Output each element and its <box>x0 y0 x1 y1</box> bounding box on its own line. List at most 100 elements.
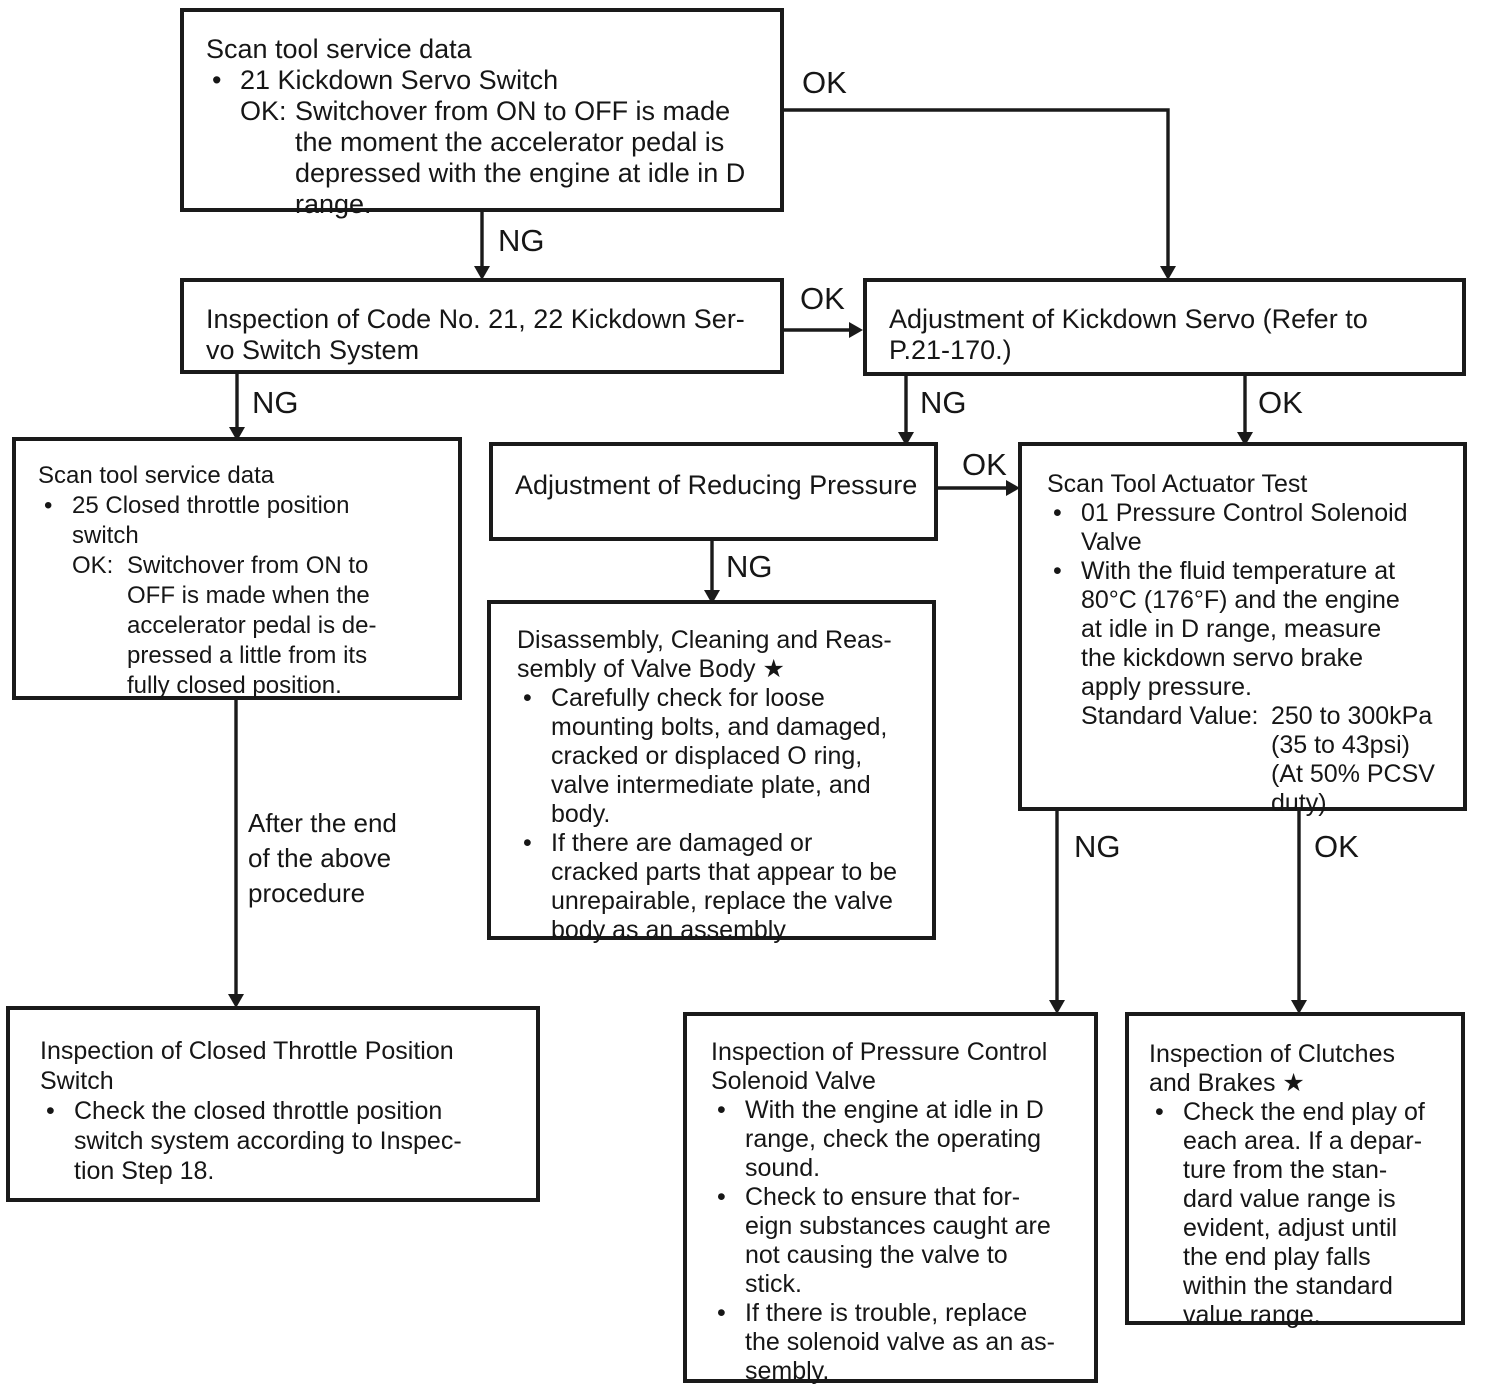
bullet-item-line: valve intermediate plate, and <box>551 771 871 799</box>
arrowhead-g-i <box>1049 1000 1065 1014</box>
bullet-item-line: body as an assembly <box>551 916 786 944</box>
arrowhead-g-j <box>1291 1000 1307 1014</box>
arrowhead-e-f <box>704 590 720 604</box>
bullet-item-line: stick. <box>745 1270 802 1298</box>
bullet-item-line: sound. <box>745 1154 821 1182</box>
bullet-item-line: eign substances caught are <box>745 1212 1051 1240</box>
ok-criteria-line: fully closed position. <box>127 672 342 699</box>
bullet-item-text: 21 Kickdown Servo Switch <box>240 65 559 95</box>
arrowhead-e-g <box>1006 480 1020 496</box>
bullet-item-line: within the standard <box>1183 1272 1393 1300</box>
node-title-line: Inspection of Clutches <box>1149 1040 1395 1068</box>
node-inspection-code-21-22: Inspection of Code No. 21, 22 Kickdown S… <box>180 278 784 374</box>
standard-value: Standard Value: 250 to 300kPa (35 to 43p… <box>1081 702 1457 818</box>
node-adjustment-kickdown-servo: Adjustment of Kickdown Servo (Refer to P… <box>863 278 1466 376</box>
edge-label-ok: OK <box>962 447 1007 482</box>
node-title-line: sembly of Valve Body ★ <box>517 655 785 683</box>
bullet-item-line: switch system according to Inspec- <box>74 1127 462 1155</box>
arrowhead-a-c <box>1160 266 1176 280</box>
bullet-item: • Carefully check for loose <box>517 684 926 713</box>
bullet-item: • With the engine at idle in D <box>711 1096 1088 1125</box>
node-title: Scan Tool Actuator Test <box>1047 470 1308 498</box>
bullet-item-line: not causing the valve to <box>745 1241 1008 1269</box>
ok-criteria-line: pressed a little from its <box>127 642 368 669</box>
bullet-item: • 01 Pressure Control Solenoid <box>1047 499 1457 528</box>
bullet-item-line: cracked or displaced O ring, <box>551 742 863 770</box>
standard-value-line: (35 to 43psi) <box>1271 731 1410 759</box>
node-title-line: Solenoid Valve <box>711 1067 876 1095</box>
node-title-line: P.21-170.) <box>889 335 1012 365</box>
edge-label-ng: NG <box>498 223 545 258</box>
standard-value-label: Standard Value: <box>1081 702 1259 730</box>
bullet-item-line: dard value range is <box>1183 1185 1396 1213</box>
ok-criteria-line: OFF is made when the <box>127 582 370 609</box>
node-title-line: Inspection of Code No. 21, 22 Kickdown S… <box>206 304 745 334</box>
edge-label-ng: NG <box>920 385 967 420</box>
ok-prefix: OK: <box>240 96 287 126</box>
ok-criteria-line: Switchover from ON to <box>127 552 369 579</box>
arrowhead-c-g <box>1237 432 1253 446</box>
arrowhead-b-c <box>849 322 863 338</box>
ok-criteria-line: accelerator pedal is de- <box>127 612 377 639</box>
ok-prefix: OK: <box>72 552 114 579</box>
node-title-line: Disassembly, Cleaning and Reas- <box>517 626 892 654</box>
bullet-item-text: Check the closed throttle position <box>74 1097 443 1125</box>
bullet-item-line: the end play falls <box>1183 1243 1371 1271</box>
node-title-line: Adjustment of Kickdown Servo (Refer to <box>889 304 1368 334</box>
node-title-line: vo Switch System <box>206 335 420 365</box>
standard-value-line: duty) <box>1271 789 1327 817</box>
bullet-item-text: 01 Pressure Control Solenoid <box>1081 499 1408 527</box>
after-procedure-note-line: After the end <box>248 808 397 838</box>
bullet-item-line: sembly. <box>745 1357 830 1385</box>
bullet-item: • Check the end play of <box>1149 1098 1457 1127</box>
bullet-item: • 25 Closed throttle position <box>38 491 450 521</box>
bullet-icon: • <box>717 1096 726 1124</box>
node-title: Scan tool service data <box>206 34 472 64</box>
after-procedure-note-line: of the above <box>248 843 392 873</box>
node-title-line: Inspection of Pressure Control <box>711 1038 1048 1066</box>
bullet-icon: • <box>1053 557 1062 585</box>
ok-criteria-line: range. <box>295 189 372 219</box>
bullet-item-line: the solenoid valve as an as- <box>745 1328 1055 1356</box>
bullet-icon: • <box>523 829 532 857</box>
node-title: Adjustment of Reducing Pressure <box>515 470 918 500</box>
edge-label-ok: OK <box>800 281 845 316</box>
bullet-icon: • <box>1155 1098 1164 1126</box>
bullet-item: • With the fluid temperature at <box>1047 557 1457 586</box>
ok-criteria-line: Switchover from ON to OFF is made <box>295 96 731 126</box>
node-valve-body-service: Disassembly, Cleaning and Reas- sembly o… <box>487 600 936 944</box>
bullet-item-text: 25 Closed throttle position <box>72 492 350 519</box>
arrowhead-a-b <box>474 266 490 280</box>
node-title-line: Switch <box>40 1067 114 1095</box>
node-scan-tool-service-data-25: Scan tool service data • 25 Closed throt… <box>12 437 462 700</box>
bullet-item-text: Carefully check for loose <box>551 684 825 712</box>
connector-a-c <box>784 108 1170 268</box>
bullet-item-line: cracked parts that appear to be <box>551 858 898 886</box>
edge-label-ok: OK <box>1314 829 1359 864</box>
bullet-item-text: With the engine at idle in D <box>745 1096 1044 1124</box>
ok-criteria-line: depressed with the engine at idle in D <box>295 158 746 188</box>
bullet-item-line: ture from the stan- <box>1183 1156 1388 1184</box>
bullet-item: • Check the closed throttle position <box>40 1096 528 1126</box>
node-scan-tool-actuator-test: Scan Tool Actuator Test • 01 Pressure Co… <box>1018 442 1467 817</box>
bullet-item-line: at idle in D range, measure <box>1081 615 1382 643</box>
node-scan-tool-service-data-21: Scan tool service data • 21 Kickdown Ser… <box>180 8 784 219</box>
bullet-item-text: With the fluid temperature at <box>1081 557 1396 585</box>
bullet-item: • Check to ensure that for- <box>711 1183 1088 1212</box>
node-title-line: and Brakes ★ <box>1149 1069 1305 1097</box>
bullet-item-text: Check to ensure that for- <box>745 1183 1021 1211</box>
node-inspection-closed-throttle-switch: Inspection of Closed Throttle Position S… <box>6 1006 540 1202</box>
bullet-item-line: body. <box>551 800 611 828</box>
bullet-item-text: If there are damaged or <box>551 829 813 857</box>
bullet-item-line: value range. <box>1183 1301 1321 1329</box>
bullet-item-text: If there is trouble, replace <box>745 1299 1028 1327</box>
arrowhead-b-d <box>229 427 245 441</box>
edge-label-ng: NG <box>726 549 773 584</box>
node-title-line: Inspection of Closed Throttle Position <box>40 1037 454 1065</box>
bullet-item-line: evident, adjust until <box>1183 1214 1398 1242</box>
edge-label-ng: NG <box>1074 829 1121 864</box>
edge-label-ok: OK <box>1258 385 1303 420</box>
edge-label-ng: NG <box>252 385 299 420</box>
standard-value-line: 250 to 300kPa <box>1271 702 1433 730</box>
